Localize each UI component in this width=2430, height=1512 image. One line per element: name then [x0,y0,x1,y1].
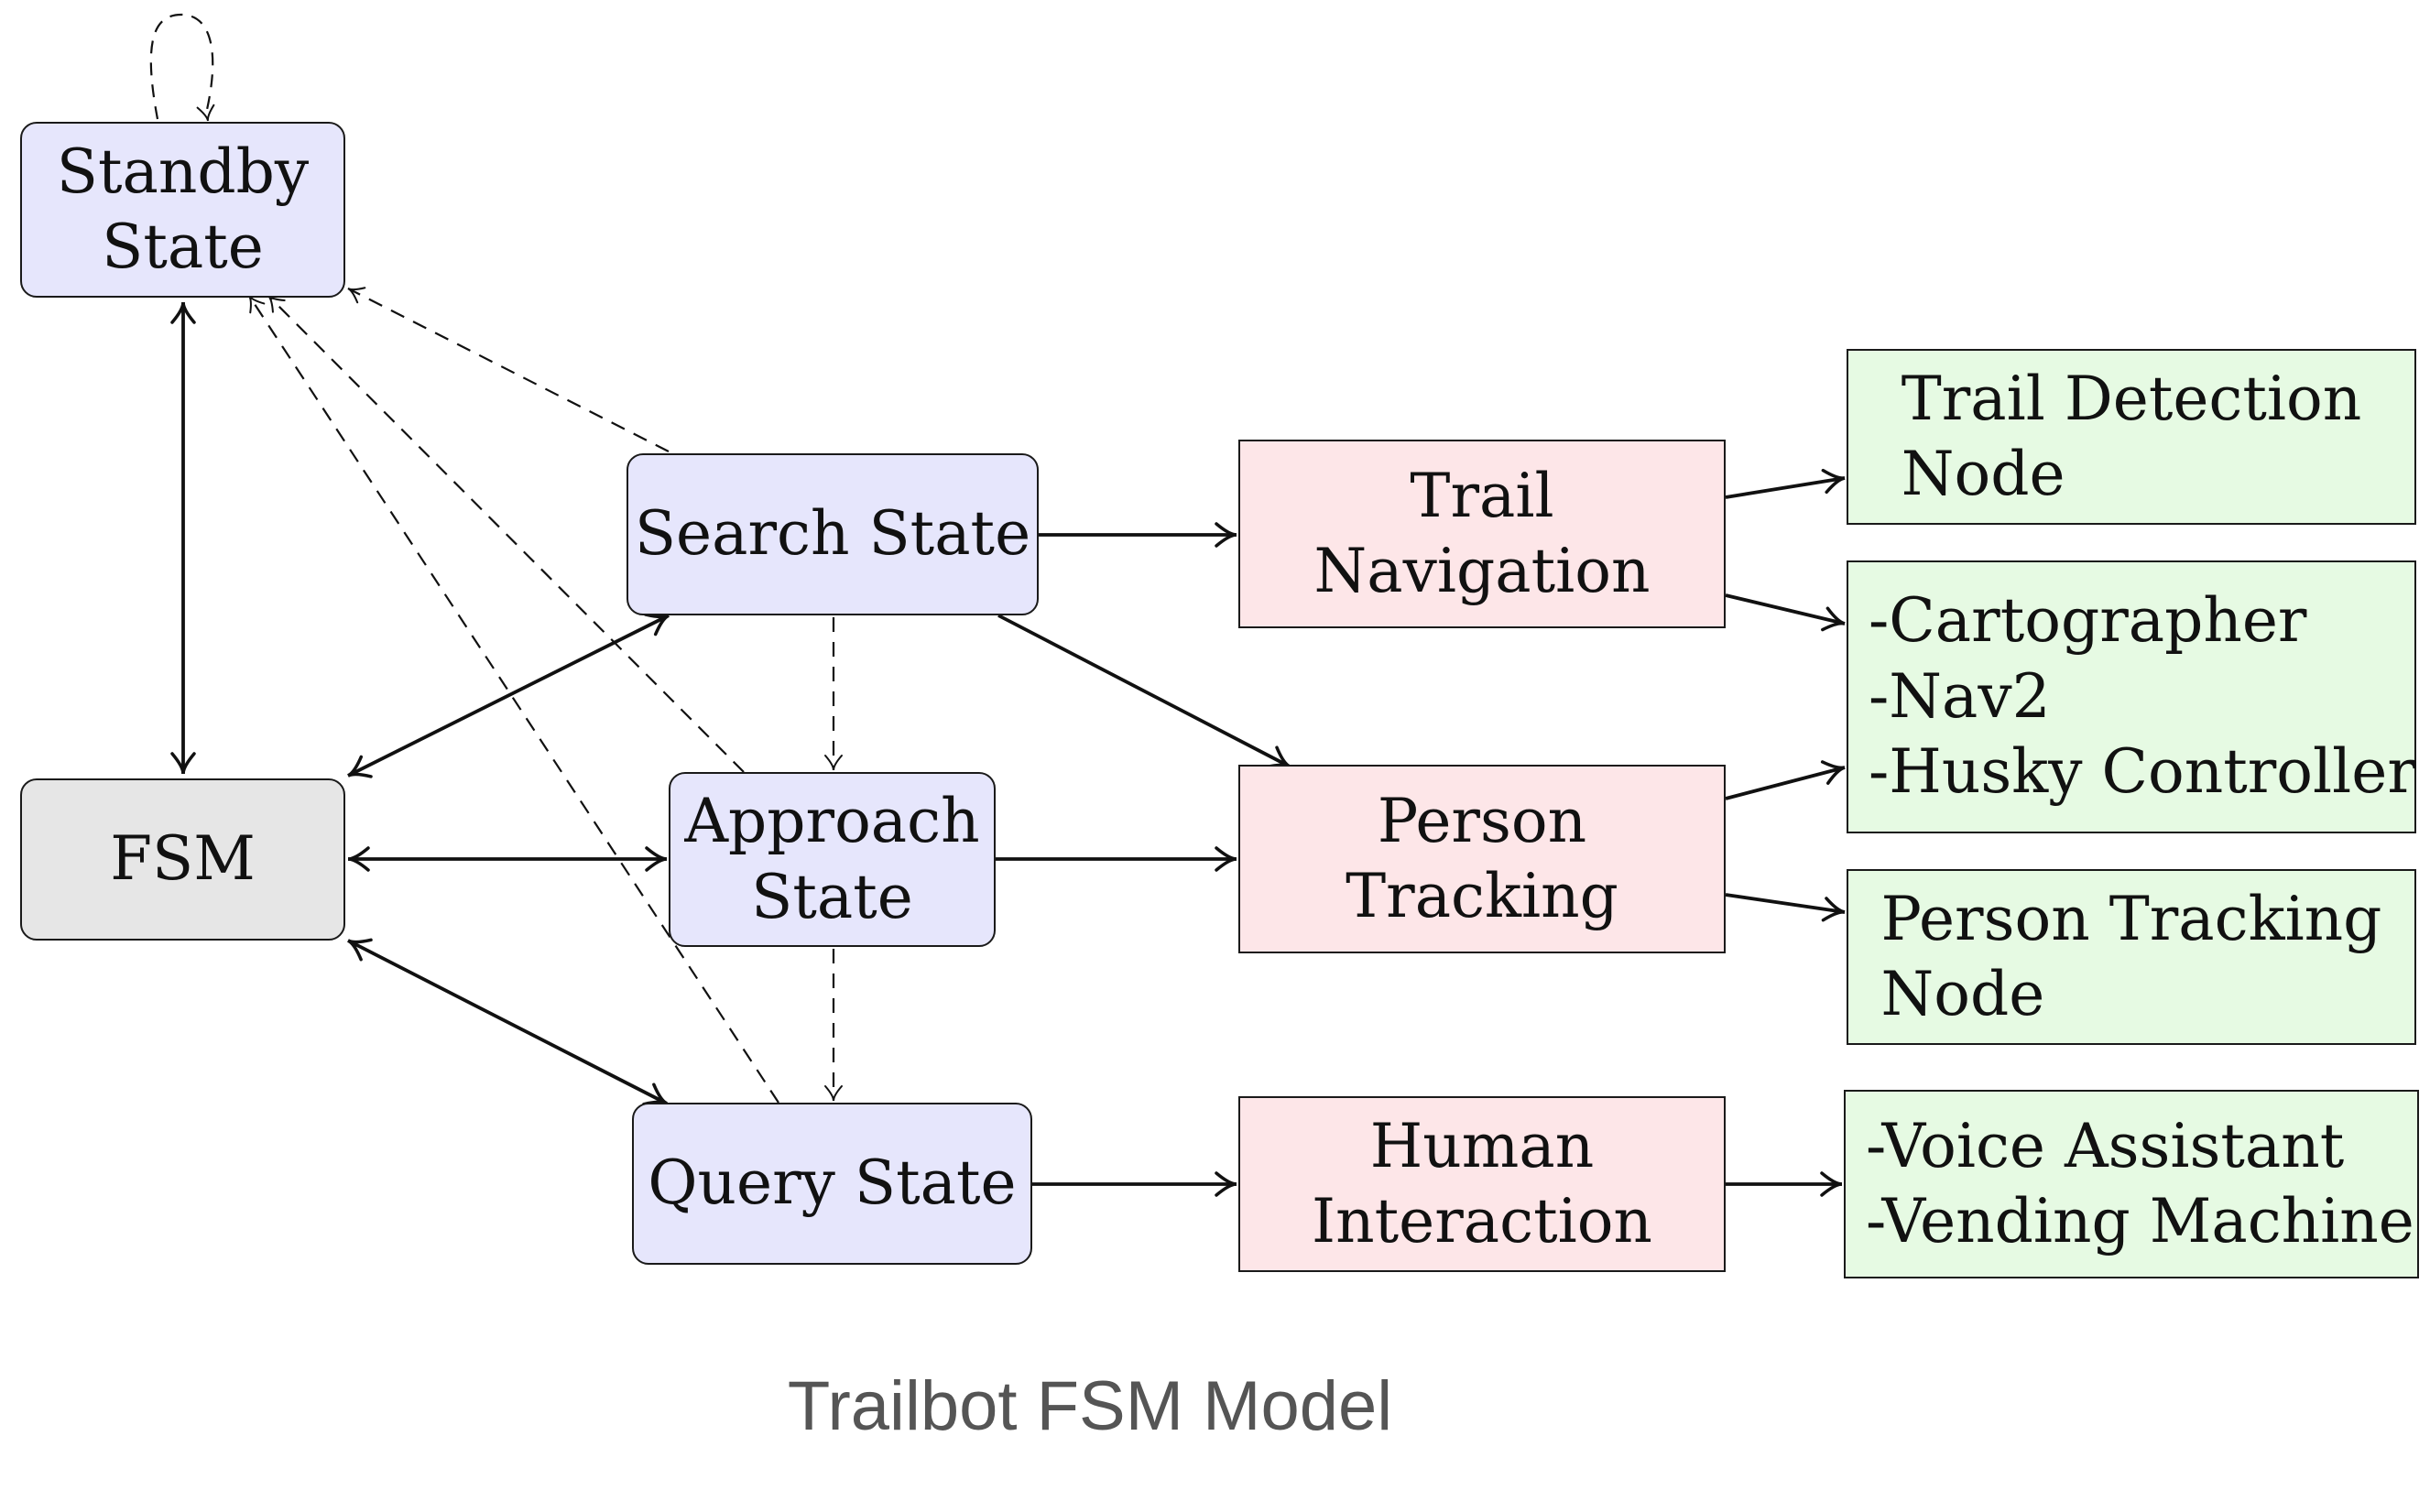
arrow-head [1821,606,1846,632]
node-nav-stack: -Cartographer-Nav2-Husky Controller [1847,560,2416,833]
node-label-line: Navigation [1313,536,1651,606]
arrow-head [1821,468,1846,495]
node-label-line: State [102,212,264,282]
node-label-line: Trail Detection [1901,363,2362,434]
diagram-caption: Trailbot FSM Model [787,1367,1393,1445]
edge-trail_nav-to-trail_detection [1725,476,1846,499]
node-label-line: -Vending Machine [1866,1186,2414,1256]
arrow-head [170,301,196,324]
node-label-line: Person Tracking [1880,883,2382,954]
edge-trail_nav-to-nav_stack [1725,593,1846,625]
edge-query-to-standby [248,295,779,1104]
node-label-line: Search State [634,498,1031,570]
node-label-line: -Husky Controller [1869,736,2416,808]
arrow-head [645,846,668,872]
node-label-line: -Cartographer [1869,585,2307,657]
arrow-head [347,755,373,778]
node-label-line: Person [1377,785,1587,856]
node-query-state: Query State [632,1103,1032,1265]
node-label-line: Standby [56,136,310,207]
node-label-line: Human [1369,1110,1595,1181]
node-label-line: -Nav2 [1869,660,2051,732]
edge-person_tracking-to-nav_stack [1725,766,1846,800]
node-label-line: Interaction [1312,1186,1652,1256]
edge-standby-self-loop [149,13,214,120]
arrow-head [1820,760,1846,785]
arrow-head [347,287,366,304]
node-fsm: FSM [20,778,345,941]
node-label-line: Tracking [1346,861,1618,931]
arrow-head [248,295,266,314]
arrow-head [196,103,215,122]
arrow-head [824,1085,843,1102]
arrow-head [824,755,843,771]
arrow-head [1821,897,1846,922]
node-label-line: Node [1880,959,2045,1029]
edge-fsm-to-search [347,614,670,778]
arrow-head [1820,1171,1843,1197]
node-interaction-stack: -Voice Assistant-Vending Machine [1844,1090,2419,1278]
arrow-head [644,613,670,636]
edge-person_tracking-to-person_tracking_node [1725,893,1846,914]
node-label-line: Approach [684,786,980,856]
node-label-line: FSM [110,823,256,895]
edge-approach-to-standby [267,295,745,773]
edge-search-to-standby [347,288,670,452]
arrow-head [347,846,370,872]
node-label-line: State [751,861,913,932]
edge-fsm-to-query [347,939,668,1105]
node-label-line: Query State [648,1148,1017,1219]
node-label-line: -Voice Assistant [1866,1110,2345,1181]
arrow-head [1215,522,1237,548]
node-label-line: Node [1901,439,2065,509]
arrow-head [170,752,196,775]
arrow-head [1215,846,1237,872]
arrow-head [347,938,373,962]
node-search-state: Search State [627,453,1039,615]
node-label-line: Trail [1410,460,1554,531]
edge-search-to-person_tracking [997,614,1291,768]
arrow-head [1215,1171,1237,1197]
